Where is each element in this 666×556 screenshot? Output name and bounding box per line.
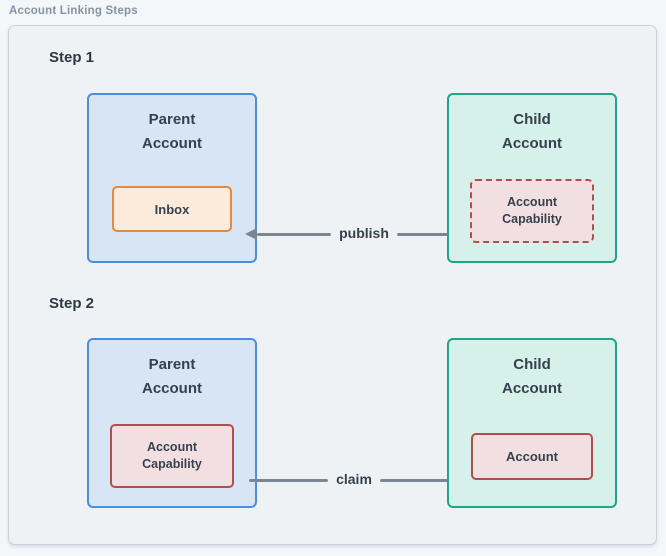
diagram-container: Step 1 Parent Account Inbox publish Chil… (8, 25, 657, 545)
step2-child-account-node: Child Account Account (447, 338, 617, 508)
claim-arrow: claim (249, 470, 471, 490)
step2-label: Step 2 (49, 295, 95, 312)
step1-parent-account-title: Parent Account (89, 95, 255, 156)
node-title-line: Account (142, 380, 202, 397)
arrow-line (257, 232, 332, 236)
step1-child-account-title: Child Account (449, 95, 615, 156)
capability-label-line: Account (507, 195, 557, 209)
claim-arrow-label: claim (336, 471, 372, 487)
arrow-line (249, 478, 329, 482)
node-title-line: Parent (148, 111, 196, 128)
arrowhead-left-icon (245, 228, 257, 240)
step2-child-account-title: Child Account (449, 340, 615, 401)
diagram-title: Account Linking Steps (9, 5, 138, 17)
arrow-line (379, 478, 459, 482)
step1-parent-account-node: Parent Account Inbox (87, 93, 257, 263)
step1-account-capability-node: Account Capability (470, 179, 594, 243)
inbox-label: Inbox (154, 201, 190, 217)
node-title-line: Account (502, 135, 562, 152)
step1-label: Step 1 (49, 49, 95, 66)
capability-label-line: Capability (502, 212, 562, 226)
node-title-line: Child (513, 356, 551, 373)
node-title-line: Parent (148, 356, 196, 373)
capability-label-line: Capability (142, 457, 202, 471)
capability-label-line: Account (147, 440, 197, 454)
step1-inbox-node: Inbox (112, 186, 232, 232)
step2-account-node: Account (471, 433, 593, 480)
node-title-line: Account (502, 380, 562, 397)
publish-arrow-label: publish (339, 225, 389, 241)
account-label: Account (506, 449, 558, 464)
step1-child-account-node: Child Account Account Capability (447, 93, 617, 263)
step2-parent-account-title: Parent Account (89, 340, 255, 401)
step2-parent-account-node: Parent Account Account Capability (87, 338, 257, 508)
publish-arrow: publish (245, 224, 471, 244)
arrow-line (396, 232, 471, 236)
node-title-line: Account (142, 135, 202, 152)
node-title-line: Child (513, 111, 551, 128)
step2-account-capability-node: Account Capability (110, 424, 234, 488)
